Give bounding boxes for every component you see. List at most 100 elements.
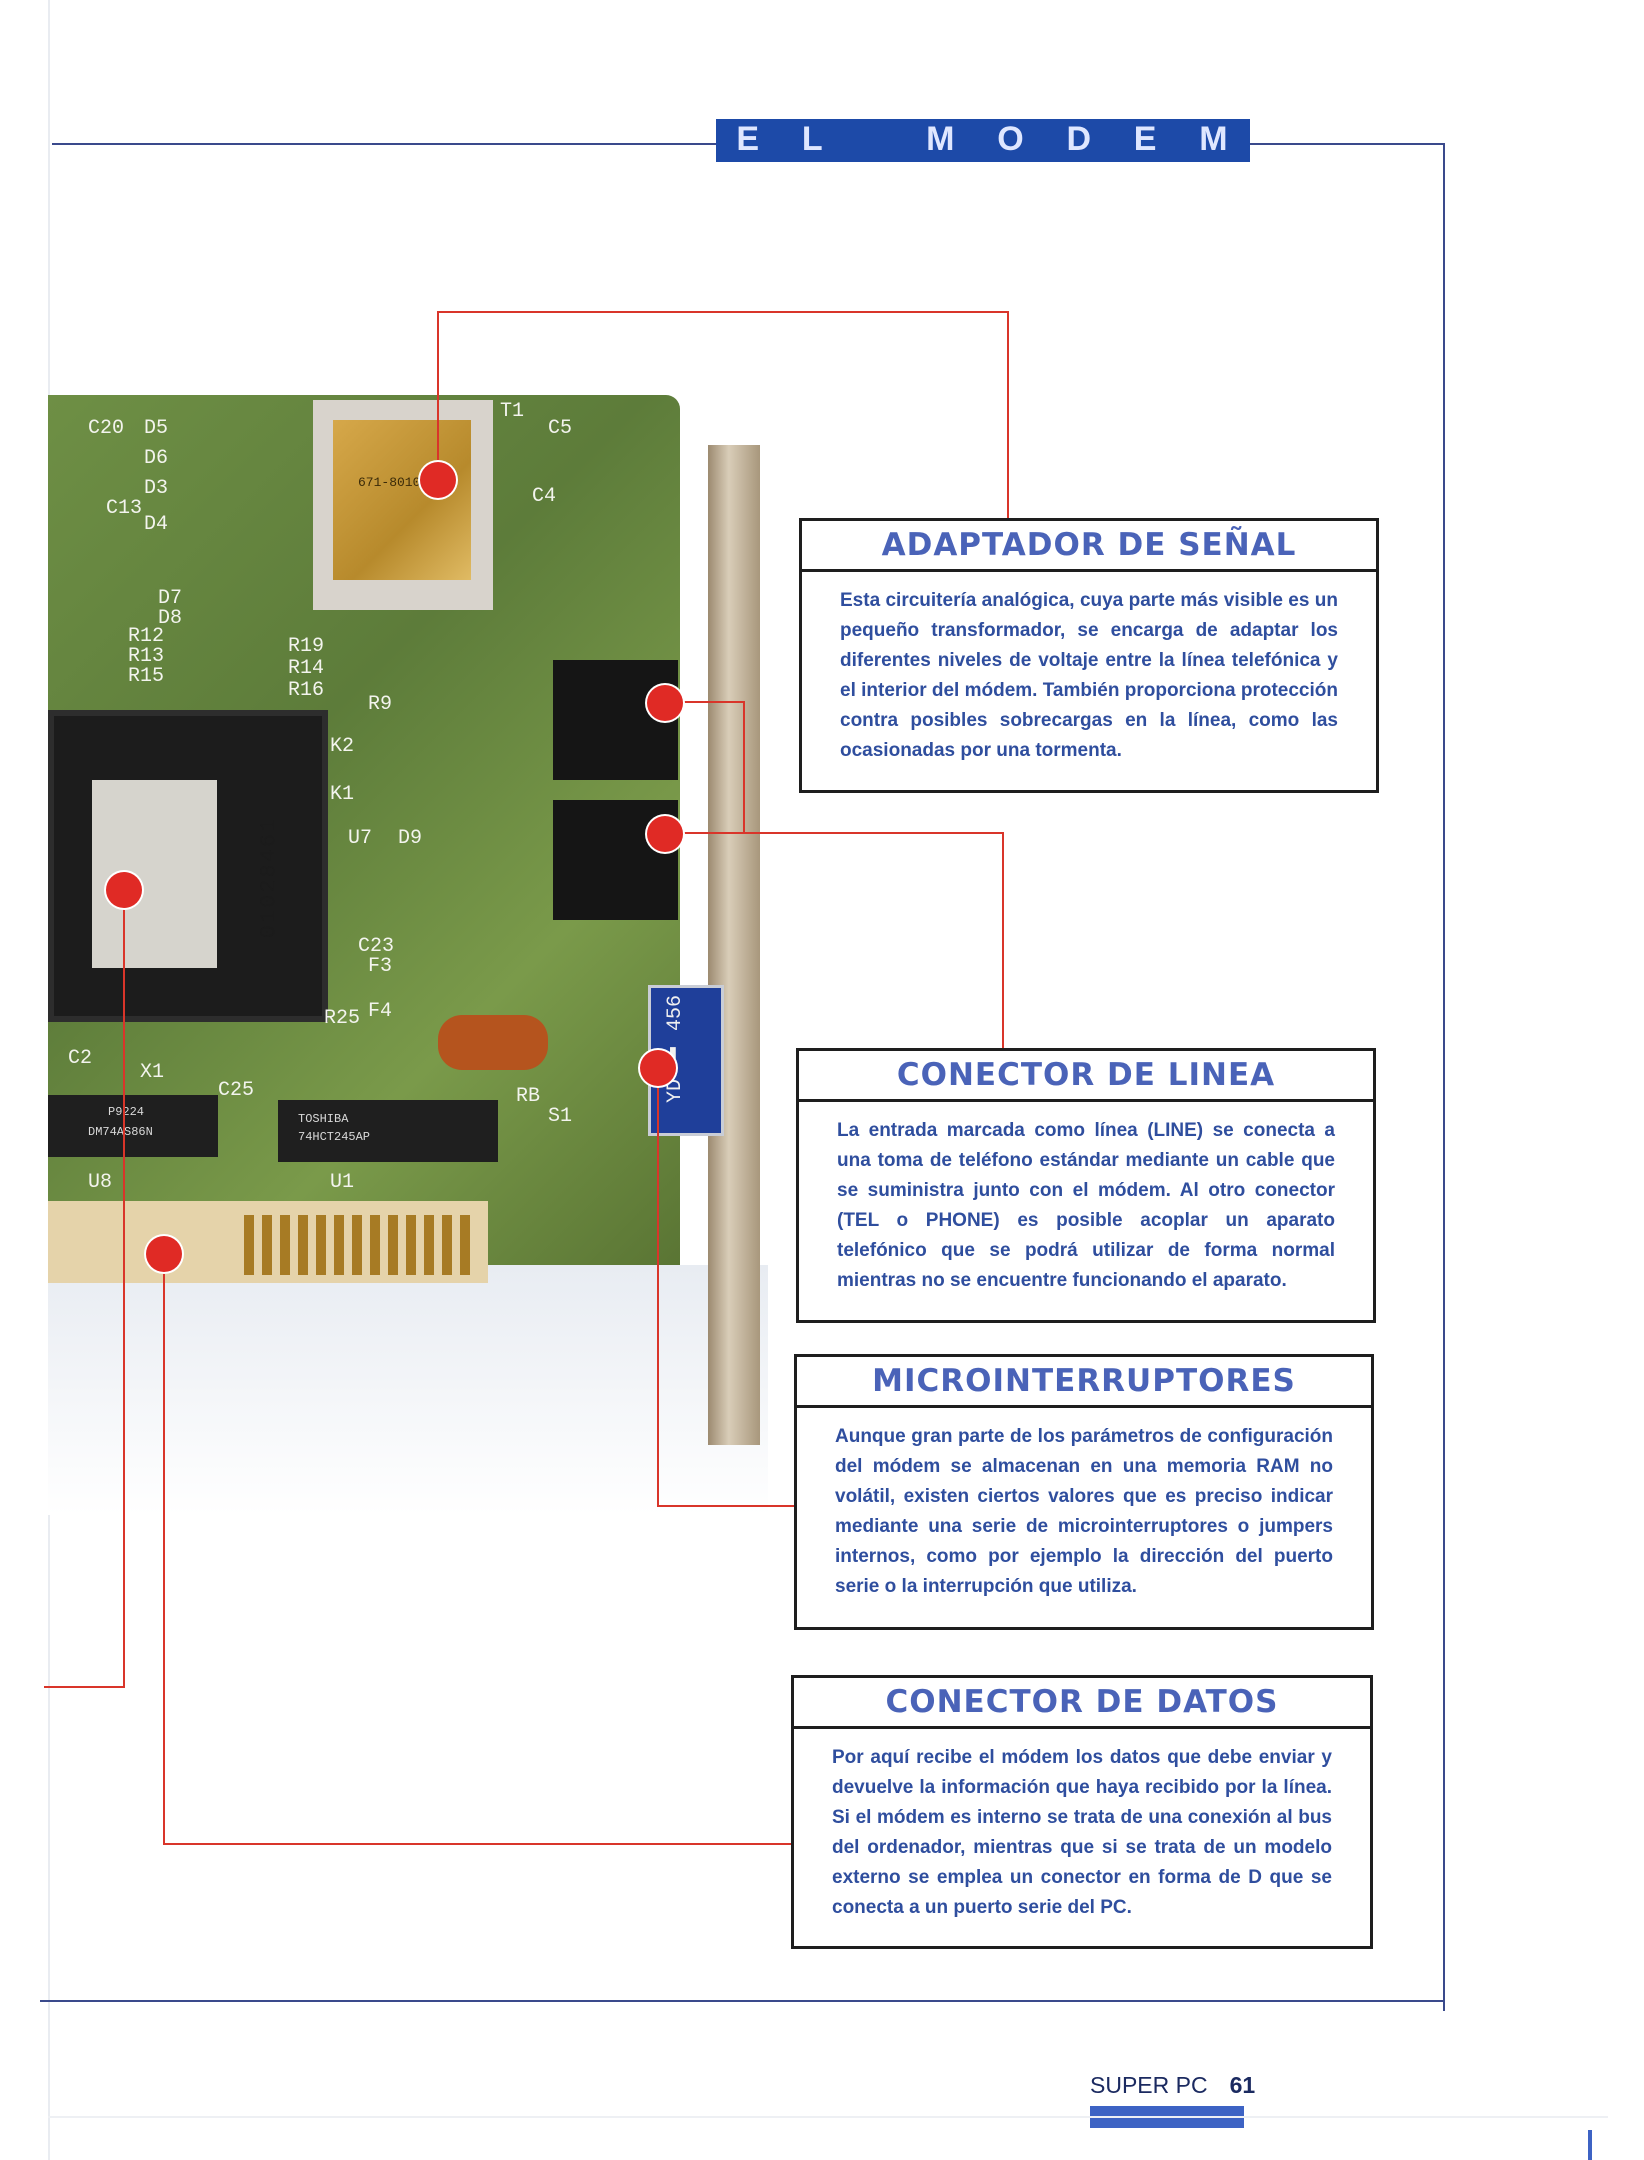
- silkscreen-label: R15: [128, 665, 165, 688]
- silkscreen-label: D8: [158, 607, 183, 630]
- section-tab-underline: [716, 159, 1250, 162]
- bottom-frame-rule: [40, 2000, 1445, 2002]
- line-jack-marker-dot: [647, 685, 683, 721]
- callout-body: Por aquí recibe el módem los datos que d…: [832, 1747, 1332, 1918]
- silkscreen-label: D5: [144, 417, 169, 440]
- silkscreen-label: K2: [330, 735, 355, 758]
- magazine-name: SUPER PC: [1090, 2072, 1208, 2098]
- section-letter: E: [736, 119, 762, 158]
- gold-finger: [280, 1215, 290, 1275]
- silkscreen-label: K1: [330, 783, 355, 806]
- silkscreen-label: D7: [158, 587, 183, 610]
- callout-line: [163, 1255, 165, 1845]
- logic-ic: [48, 1095, 218, 1157]
- gold-finger: [334, 1215, 344, 1275]
- page-number: 61: [1229, 2072, 1256, 2098]
- gold-finger: [352, 1215, 362, 1275]
- silkscreen-label: C5: [548, 417, 573, 440]
- dip-switch-marker-dot: [640, 1050, 676, 1086]
- page-bottom-edge: [48, 2116, 1608, 2118]
- silkscreen-label: F4: [368, 1000, 393, 1023]
- silkscreen-label: R16: [288, 679, 325, 702]
- silkscreen-label: C25: [218, 1079, 255, 1102]
- callout-line: [665, 832, 1004, 834]
- silkscreen-label: C23: [358, 935, 395, 958]
- silkscreen-label: R19: [288, 635, 325, 658]
- metal-bracket: [708, 445, 760, 1445]
- chip-serial-number: 01028461: [256, 816, 282, 939]
- callout-body: Esta circuitería analógica, cuya parte m…: [840, 590, 1338, 761]
- callout-line: [123, 890, 125, 1688]
- ic-marking: TOSHIBA: [298, 1112, 349, 1126]
- photo-background: [48, 1265, 768, 1515]
- chip-sticker: [92, 780, 217, 968]
- callout-line: [665, 701, 745, 703]
- section-letter: M: [926, 119, 957, 158]
- callout-line: [1007, 311, 1009, 521]
- gold-finger: [298, 1215, 308, 1275]
- ic-marking: DM74AS86N: [88, 1125, 153, 1139]
- callout-line: [437, 311, 439, 481]
- dip-switch-label: YD ▮ 456: [664, 995, 687, 1104]
- page-corner-mark: [1588, 2130, 1592, 2160]
- callout-body: Aunque gran parte de los parámetros de c…: [835, 1426, 1333, 1597]
- gold-finger: [424, 1215, 434, 1275]
- ic-marking: P9224: [108, 1105, 145, 1119]
- silkscreen-label: C2: [68, 1047, 93, 1070]
- callout-title: MICROINTERRUPTORES: [797, 1357, 1371, 1408]
- gold-finger: [388, 1215, 398, 1275]
- silkscreen-label: D4: [144, 513, 169, 536]
- chip-marker-dot: [106, 872, 142, 908]
- gold-finger: [262, 1215, 272, 1275]
- callout-line: [657, 1505, 795, 1507]
- gold-finger: [370, 1215, 380, 1275]
- gold-finger: [442, 1215, 452, 1275]
- silkscreen-label: X1: [140, 1061, 165, 1084]
- silkscreen-label: U8: [88, 1171, 113, 1194]
- page-footer: SUPER PC 61: [1090, 2072, 1255, 2099]
- section-letter: M: [1199, 119, 1230, 158]
- capacitor: [438, 1015, 548, 1070]
- edge-connector-marker-dot: [146, 1236, 182, 1272]
- silkscreen-label: C4: [532, 485, 557, 508]
- callout-title: CONECTOR DE LINEA: [799, 1051, 1373, 1102]
- callout-title: ADAPTADOR DE SEÑAL: [802, 521, 1376, 572]
- silkscreen-label: U7: [348, 827, 373, 850]
- silkscreen-label: S1: [548, 1105, 573, 1128]
- gold-finger: [244, 1215, 254, 1275]
- callout-conector-datos: CONECTOR DE DATOS Por aquí recibe el mód…: [791, 1675, 1373, 1949]
- section-letter: O: [997, 119, 1026, 158]
- callout-line: [44, 1686, 125, 1688]
- ic-marking: 74HCT245AP: [298, 1130, 371, 1144]
- silkscreen-label: T1: [500, 400, 525, 423]
- phone-jack-marker-dot: [647, 816, 683, 852]
- callout-line: [163, 1843, 793, 1845]
- callout-microinterruptores: MICROINTERRUPTORES Aunque gran parte de …: [794, 1354, 1374, 1630]
- callout-body: La entrada marcada como línea (LINE) se …: [837, 1120, 1335, 1291]
- rj11-jack-phone: [553, 660, 678, 780]
- callout-line: [1002, 832, 1004, 1050]
- silkscreen-label: R14: [288, 657, 325, 680]
- silkscreen-label: R12: [128, 625, 165, 648]
- logic-ic: [278, 1100, 498, 1162]
- callout-line: [657, 1066, 659, 1507]
- right-frame-rule: [1443, 143, 1445, 2011]
- gold-finger: [406, 1215, 416, 1275]
- silkscreen-label: F3: [368, 955, 393, 978]
- silkscreen-label: U1: [330, 1171, 355, 1194]
- callout-title: CONECTOR DE DATOS: [794, 1678, 1370, 1729]
- callout-adaptador-senal: ADAPTADOR DE SEÑAL Esta circuitería anal…: [799, 518, 1379, 793]
- section-letter: E: [1133, 119, 1159, 158]
- silkscreen-label: D6: [144, 447, 169, 470]
- silkscreen-label: C13: [106, 497, 143, 520]
- section-letter: L: [801, 119, 825, 158]
- gold-finger: [460, 1215, 470, 1275]
- modem-board-photo: 671-8010 01028461 P9224 DM74AS86N TOSHIB…: [48, 395, 808, 1515]
- signal-transformer: [333, 420, 471, 580]
- silkscreen-label: R25: [324, 1007, 361, 1030]
- silkscreen-label: RB: [516, 1085, 541, 1108]
- gold-finger: [316, 1215, 326, 1275]
- silkscreen-label: D9: [398, 827, 423, 850]
- callout-conector-linea: CONECTOR DE LINEA La entrada marcada com…: [796, 1048, 1376, 1323]
- silkscreen-label: C20: [88, 417, 125, 440]
